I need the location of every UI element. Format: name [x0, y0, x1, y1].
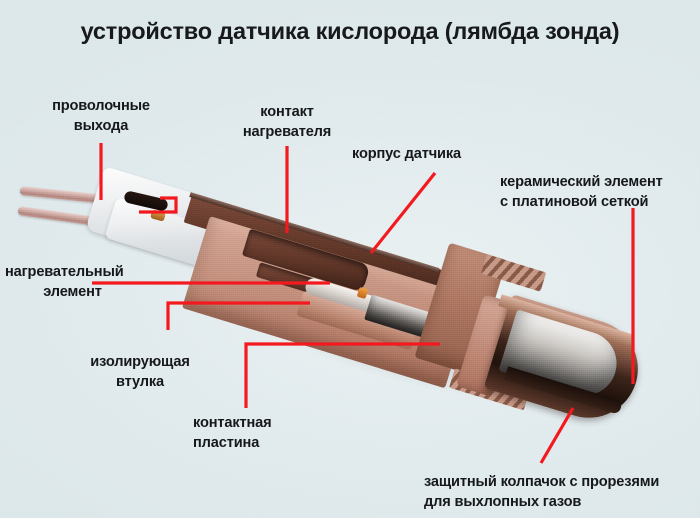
label-heater-contact: контакт нагревателя	[203, 102, 371, 143]
label-heater-contact-line1: контакт	[260, 104, 314, 120]
label-heating-element: нагревательный элемент	[5, 262, 185, 303]
page-title: устройство датчика кислорода (лямбда зон…	[80, 18, 620, 44]
label-ceramic-element: керамический элемент с платиновой сеткой	[500, 172, 700, 213]
label-wire-leads-line1: проволочные	[52, 98, 150, 114]
label-insulating-bushing: изолирующая втулка	[50, 352, 230, 393]
label-contact-plate-line2: пластина	[193, 435, 260, 452]
label-insulating-bushing-line2: втулка	[115, 374, 164, 391]
label-protective-cap-line1: защитный колпачок с прорезями	[424, 474, 660, 490]
label-protective-cap: защитный колпачок с прорезями для выхлоп…	[424, 472, 700, 513]
label-heating-element-line1: нагревательный	[5, 264, 124, 280]
label-protective-cap-line2: для выхлопных газов	[424, 494, 582, 511]
label-sensor-housing-line1: корпус датчика	[352, 146, 461, 162]
label-ceramic-element-line2: с платиновой сеткой	[500, 194, 649, 211]
label-insulating-bushing-line1: изолирующая	[90, 354, 190, 370]
label-sensor-housing: корпус датчика	[352, 144, 532, 164]
label-contact-plate-line1: контактная	[193, 415, 272, 431]
label-contact-plate: контактная пластина	[193, 413, 363, 454]
label-heater-contact-line2: нагревателя	[242, 124, 332, 141]
label-wire-leads: проволочные выхода	[8, 96, 194, 137]
label-ceramic-element-line1: керамический элемент	[500, 174, 663, 190]
label-heating-element-line2: элемент	[43, 284, 102, 301]
label-wire-leads-line2: выхода	[73, 118, 129, 135]
